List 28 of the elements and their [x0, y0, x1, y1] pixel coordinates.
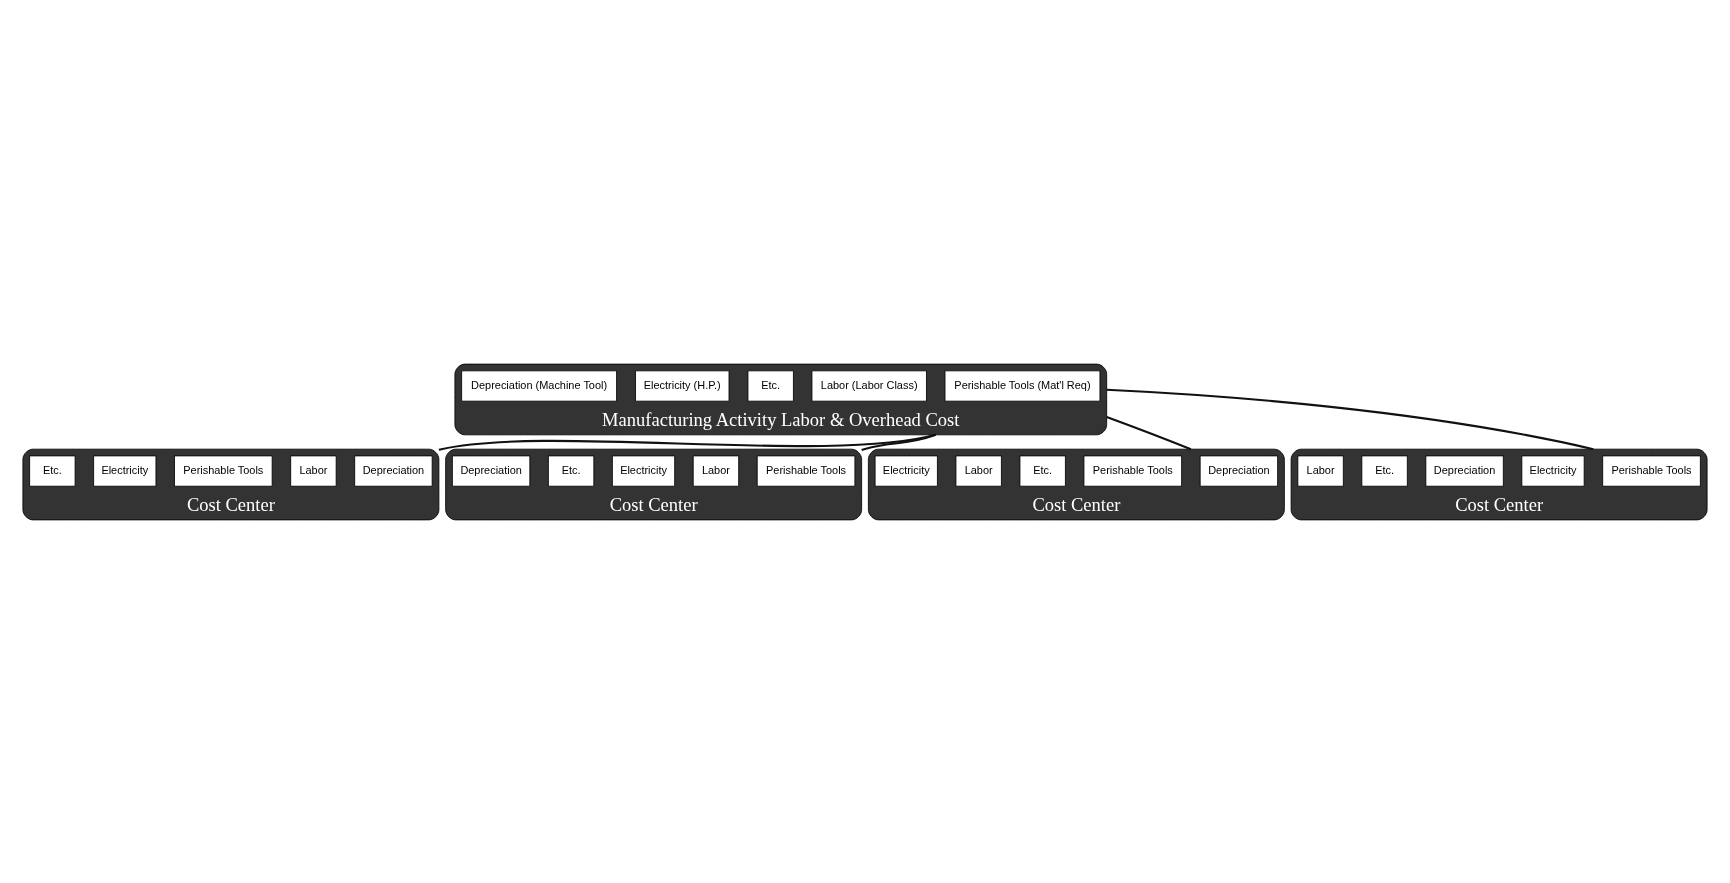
- node-box: Electricity: [1521, 454, 1585, 487]
- node-box: Etc.: [1019, 454, 1066, 487]
- node-box: Depreciation: [1425, 454, 1504, 487]
- connector: [1106, 388, 1594, 450]
- node-box: Perishable Tools: [1602, 454, 1701, 487]
- node-box: Depreciation: [354, 454, 433, 487]
- node-box: Etc.: [1361, 454, 1408, 487]
- connector: [861, 433, 937, 451]
- node-box: Depreciation (Machine Tool): [461, 369, 617, 402]
- node-box: Electricity: [611, 454, 676, 487]
- node-box: Etc.: [547, 454, 595, 487]
- node-box: Labor: [692, 454, 740, 487]
- node-box: Perishable Tools (Mat'l Req): [944, 369, 1101, 402]
- node-box: Perishable Tools: [174, 454, 273, 487]
- node-box: Perishable Tools: [1083, 454, 1183, 487]
- node-box: Electricity: [93, 454, 157, 487]
- node-box: Electricity (H.P.): [635, 369, 730, 402]
- node-box: Labor: [955, 454, 1002, 487]
- node-box: Etc.: [29, 454, 76, 487]
- node-box: Labor: [290, 454, 337, 487]
- node-box: Etc.: [747, 369, 794, 402]
- node-box: Electricity: [874, 454, 938, 487]
- node-box: Depreciation: [1199, 454, 1279, 487]
- connector: [1106, 415, 1192, 450]
- node-box: Perishable Tools: [756, 454, 856, 487]
- node-box: Labor: [1297, 454, 1344, 487]
- node-box: Labor (Labor Class): [811, 369, 927, 402]
- node-box: Depreciation: [451, 454, 531, 487]
